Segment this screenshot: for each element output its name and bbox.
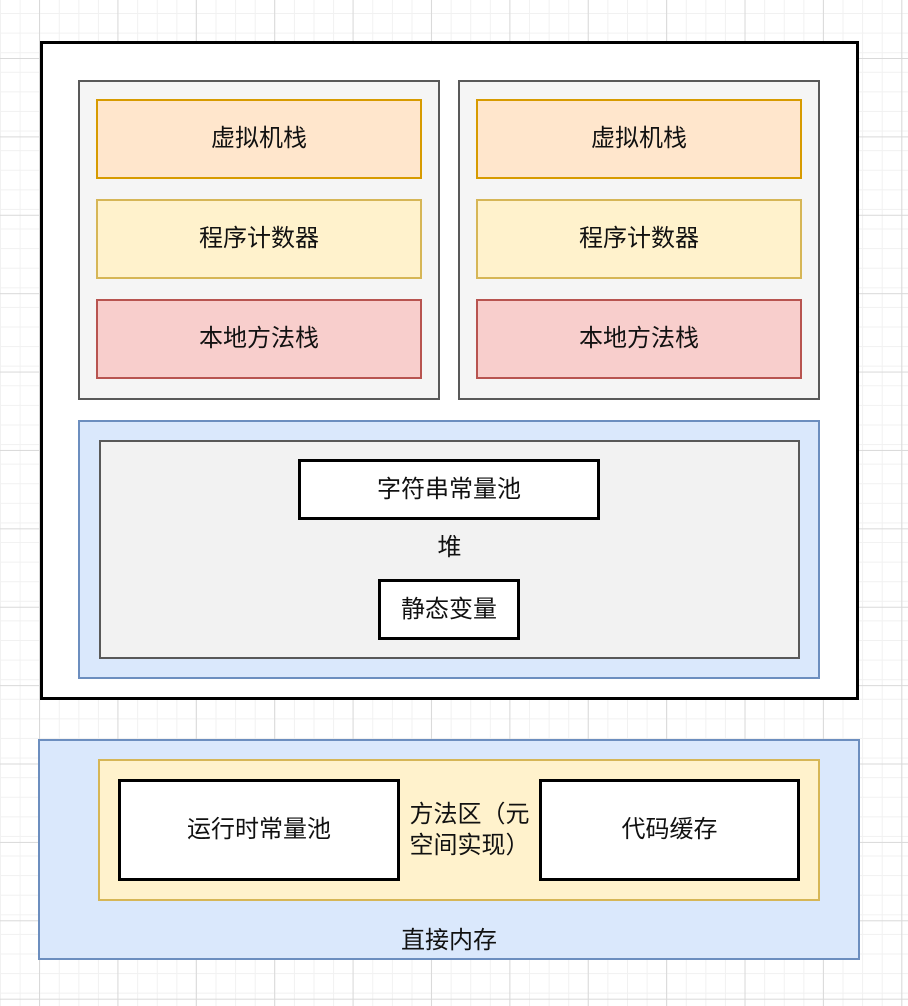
heap-inner-box: 字符串常量池 堆 静态变量 bbox=[99, 440, 800, 659]
program-counter-box: 程序计数器 bbox=[96, 199, 422, 279]
direct-memory-label: 直接内存 bbox=[401, 926, 497, 954]
program-counter-label: 程序计数器 bbox=[199, 224, 319, 253]
native-method-stack-label: 本地方法栈 bbox=[579, 324, 699, 353]
thread-stack-group-1: 虚拟机栈 程序计数器 本地方法栈 bbox=[78, 80, 440, 400]
static-variables-box: 静态变量 bbox=[378, 579, 520, 640]
vm-stack-label: 虚拟机栈 bbox=[591, 124, 687, 153]
method-area-label: 方法区（元空间实现） bbox=[409, 799, 530, 859]
thread-stack-group-2: 虚拟机栈 程序计数器 本地方法栈 bbox=[458, 80, 820, 400]
native-method-stack-box: 本地方法栈 bbox=[476, 299, 802, 379]
heap-label: 堆 bbox=[437, 533, 462, 561]
runtime-constant-pool-label: 运行时常量池 bbox=[187, 815, 331, 844]
method-area-box: 运行时常量池 方法区（元空间实现） 代码缓存 bbox=[98, 759, 820, 901]
vm-stack-label: 虚拟机栈 bbox=[211, 124, 307, 153]
string-constant-pool-box: 字符串常量池 bbox=[298, 459, 600, 520]
native-method-stack-box: 本地方法栈 bbox=[96, 299, 422, 379]
native-method-stack-label: 本地方法栈 bbox=[199, 324, 319, 353]
program-counter-box: 程序计数器 bbox=[476, 199, 802, 279]
program-counter-label: 程序计数器 bbox=[579, 224, 699, 253]
vm-stack-box: 虚拟机栈 bbox=[96, 99, 422, 179]
vm-stack-box: 虚拟机栈 bbox=[476, 99, 802, 179]
string-constant-pool-label: 字符串常量池 bbox=[377, 474, 521, 503]
runtime-constant-pool-box: 运行时常量池 bbox=[118, 779, 400, 881]
code-cache-label: 代码缓存 bbox=[621, 815, 718, 844]
direct-memory-box: 运行时常量池 方法区（元空间实现） 代码缓存 直接内存 bbox=[38, 739, 860, 960]
code-cache-box: 代码缓存 bbox=[539, 779, 800, 881]
heap-box: 字符串常量池 堆 静态变量 bbox=[78, 420, 820, 679]
static-variables-label: 静态变量 bbox=[401, 594, 497, 623]
runtime-data-area-box: 虚拟机栈 程序计数器 本地方法栈 虚拟机栈 程序计数器 本地方法栈 bbox=[40, 41, 859, 700]
